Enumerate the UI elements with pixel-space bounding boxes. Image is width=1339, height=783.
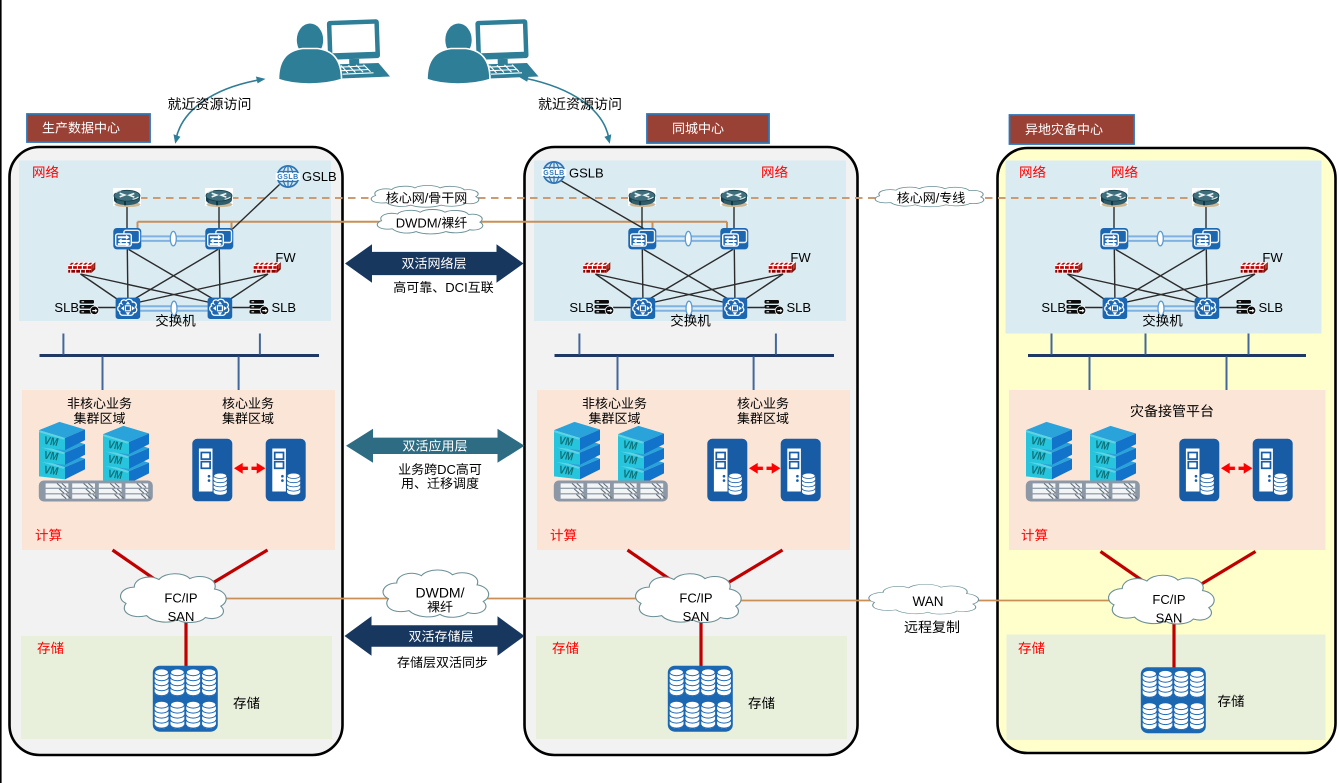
- svg-text:FC/IP: FC/IP: [679, 588, 712, 607]
- svg-text:存储: 存储: [552, 637, 579, 657]
- svg-text:双活网络层: 双活网络层: [401, 253, 466, 272]
- svg-text:双活存储层: 双活存储层: [408, 626, 473, 645]
- svg-text:存储层双活同步: 存储层双活同步: [397, 652, 488, 671]
- svg-text:计算: 计算: [35, 524, 62, 544]
- svg-text:SAN: SAN: [1156, 608, 1183, 627]
- svg-text:交换机: 交换机: [670, 310, 711, 330]
- svg-text:GSLB: GSLB: [569, 163, 604, 182]
- svg-text:FW: FW: [790, 247, 811, 266]
- svg-text:存储: 存储: [1218, 690, 1245, 710]
- svg-text:计算: 计算: [1021, 524, 1048, 544]
- svg-text:计算: 计算: [550, 524, 577, 544]
- svg-text:核心网/专线: 核心网/专线: [897, 188, 966, 207]
- svg-text:DWDM/裸纤: DWDM/裸纤: [396, 213, 468, 232]
- svg-text:用、迁移调度: 用、迁移调度: [401, 473, 479, 492]
- svg-text:网络: 网络: [1111, 161, 1139, 181]
- svg-text:存储: 存储: [748, 692, 775, 712]
- svg-text:远程复制: 远程复制: [904, 617, 960, 637]
- svg-text:交换机: 交换机: [1142, 310, 1183, 330]
- svg-text:GSLB: GSLB: [302, 166, 337, 185]
- svg-text:存储: 存储: [37, 637, 64, 657]
- svg-text:就近资源访问: 就近资源访问: [538, 94, 622, 114]
- svg-text:SLB: SLB: [787, 297, 812, 316]
- svg-text:FC/IP: FC/IP: [164, 588, 197, 607]
- svg-text:FC/IP: FC/IP: [1152, 589, 1185, 608]
- svg-text:网络: 网络: [1019, 161, 1047, 181]
- svg-text:网络: 网络: [32, 161, 59, 181]
- svg-text:集群区域: 集群区域: [588, 408, 640, 427]
- svg-text:FW: FW: [1262, 247, 1283, 266]
- svg-text:交换机: 交换机: [155, 310, 196, 330]
- svg-text:核心业务: 核心业务: [737, 393, 789, 412]
- svg-text:核心业务: 核心业务: [222, 393, 274, 412]
- svg-text:灾备接管平台: 灾备接管平台: [1130, 401, 1214, 421]
- svg-text:同城中心: 同城中心: [672, 118, 724, 137]
- svg-text:网络: 网络: [761, 161, 789, 181]
- svg-text:集群区域: 集群区域: [737, 408, 789, 427]
- svg-text:SLB: SLB: [272, 297, 297, 316]
- svg-text:非核心业务: 非核心业务: [582, 393, 647, 412]
- svg-text:存储: 存储: [1018, 637, 1045, 657]
- svg-text:核心网/骨干网: 核心网/骨干网: [386, 188, 468, 207]
- svg-text:集群区域: 集群区域: [222, 408, 274, 427]
- svg-text:SLB: SLB: [1041, 297, 1066, 316]
- svg-text:高可靠、DCI互联: 高可靠、DCI互联: [393, 277, 493, 296]
- svg-text:DWDM/: DWDM/: [416, 583, 465, 603]
- svg-text:非核心业务: 非核心业务: [67, 393, 132, 412]
- svg-text:SAN: SAN: [168, 606, 195, 625]
- svg-text:SAN: SAN: [683, 606, 710, 625]
- svg-text:双活应用层: 双活应用层: [402, 436, 467, 455]
- svg-text:SLB: SLB: [1259, 297, 1284, 316]
- svg-text:存储: 存储: [233, 692, 260, 712]
- svg-text:SLB: SLB: [569, 297, 594, 316]
- svg-text:集群区域: 集群区域: [73, 408, 125, 427]
- svg-text:异地灾备中心: 异地灾备中心: [1025, 119, 1103, 138]
- svg-text:WAN: WAN: [913, 590, 944, 610]
- svg-text:SLB: SLB: [54, 297, 79, 316]
- svg-text:生产数据中心: 生产数据中心: [42, 118, 120, 137]
- svg-text:就近资源访问: 就近资源访问: [168, 94, 252, 114]
- svg-text:业务跨DC高可: 业务跨DC高可: [398, 459, 482, 478]
- svg-text:FW: FW: [275, 247, 296, 266]
- svg-text:裸纤: 裸纤: [427, 597, 453, 616]
